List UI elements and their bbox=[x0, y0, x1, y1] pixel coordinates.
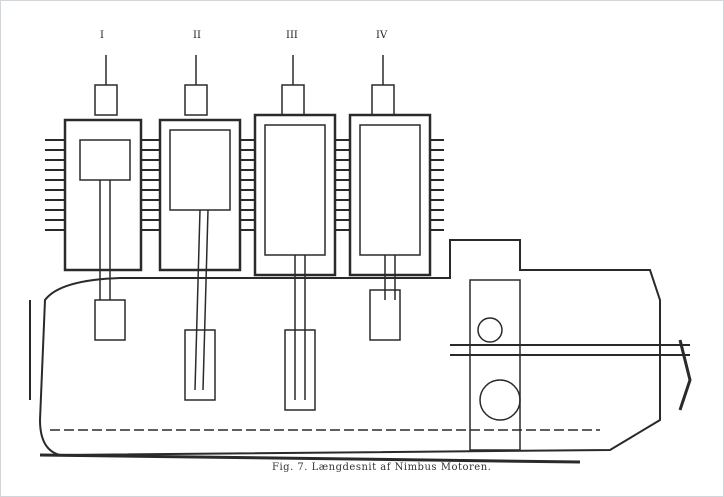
cylinder-label-1: I bbox=[100, 30, 104, 41]
cylinder-label-3: III bbox=[286, 30, 298, 41]
spark-plugs bbox=[94, 55, 395, 116]
cylinder-label-2: II bbox=[193, 30, 201, 41]
figure-caption: Fig. 7. Længdesnit af Nimbus Motoren. bbox=[272, 462, 492, 473]
cylinder-label-4: IV bbox=[376, 30, 388, 41]
